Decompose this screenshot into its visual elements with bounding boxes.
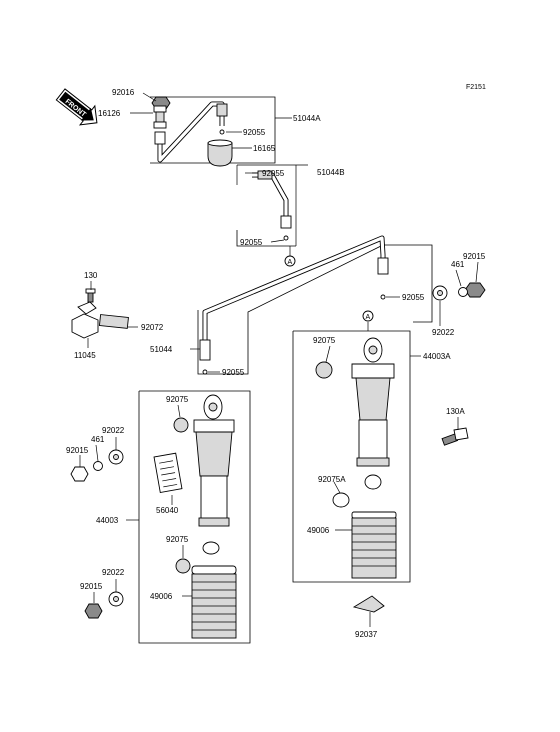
ref-marker-a-bottom: A (366, 314, 371, 321)
label-92075a: 92075A (318, 475, 346, 484)
label-51044: 51044 (150, 345, 173, 354)
label-92015-left-1: 92015 (66, 446, 89, 455)
label-92016: 92016 (112, 88, 135, 97)
label-92055-a: 92055 (243, 128, 266, 137)
label-92075-left-1: 92075 (166, 395, 189, 404)
label-44003: 44003 (96, 516, 119, 525)
label-461-left: 461 (91, 435, 105, 444)
left-hardware-lower (84, 591, 124, 619)
label-92075-right: 92075 (313, 336, 336, 345)
label-92055-b: 92055 (262, 169, 285, 178)
label-92072: 92072 (141, 323, 164, 332)
label-16165: 16165 (253, 144, 276, 153)
label-11045: 11045 (74, 351, 96, 360)
part-labels: 92016 16126 51044A 92055 16165 92055 510… (66, 88, 486, 639)
label-56040: 56040 (156, 506, 179, 515)
nut-92015-icon (464, 282, 486, 298)
label-92055-d: 92055 (222, 368, 245, 377)
boot-49006-left-icon (191, 565, 237, 639)
label-92015-left-2: 92015 (80, 582, 103, 591)
hose-51044 (197, 235, 433, 375)
reservoir-16165-icon (207, 142, 233, 167)
right-hardware (432, 282, 486, 301)
label-130a: 130A (446, 407, 465, 416)
label-92055-c: 92055 (240, 238, 263, 247)
bracket-assembly (71, 288, 129, 339)
label-92022-left-1: 92022 (102, 426, 125, 435)
label-92055-e: 92055 (402, 293, 425, 302)
clip-92037-icon (352, 595, 385, 613)
label-49006-right: 49006 (307, 526, 330, 535)
figure-code: F2151 (466, 84, 486, 91)
left-hardware-upper (70, 449, 124, 482)
boot-49006-right-icon (351, 511, 397, 579)
label-51044b: 51044B (317, 168, 345, 177)
label-44003a: 44003A (423, 352, 451, 361)
label-92037: 92037 (355, 630, 378, 639)
label-92015-right: 92015 (463, 252, 486, 261)
label-56040-icon (153, 452, 183, 493)
shock-44003 (138, 390, 251, 644)
hose-assembly-51044a (150, 96, 276, 167)
bushing-92075-left-icon (173, 417, 189, 433)
label-92022-right: 92022 (432, 328, 455, 337)
bushing-92075-icon (315, 361, 333, 379)
shock-44003a: A (292, 310, 411, 613)
hose-51044b: A (236, 164, 308, 267)
label-92022-left-2: 92022 (102, 568, 125, 577)
label-461-right: 461 (451, 260, 465, 269)
label-92075-left-2: 92075 (166, 535, 189, 544)
ref-marker-a-top: A (288, 259, 293, 266)
label-51044a: 51044A (293, 114, 321, 123)
front-arrow-icon: FRONT (55, 88, 98, 126)
label-49006-left: 49006 (150, 592, 173, 601)
bolt-130a-icon (441, 427, 469, 446)
label-130: 130 (84, 271, 98, 280)
label-16126: 16126 (98, 109, 121, 118)
